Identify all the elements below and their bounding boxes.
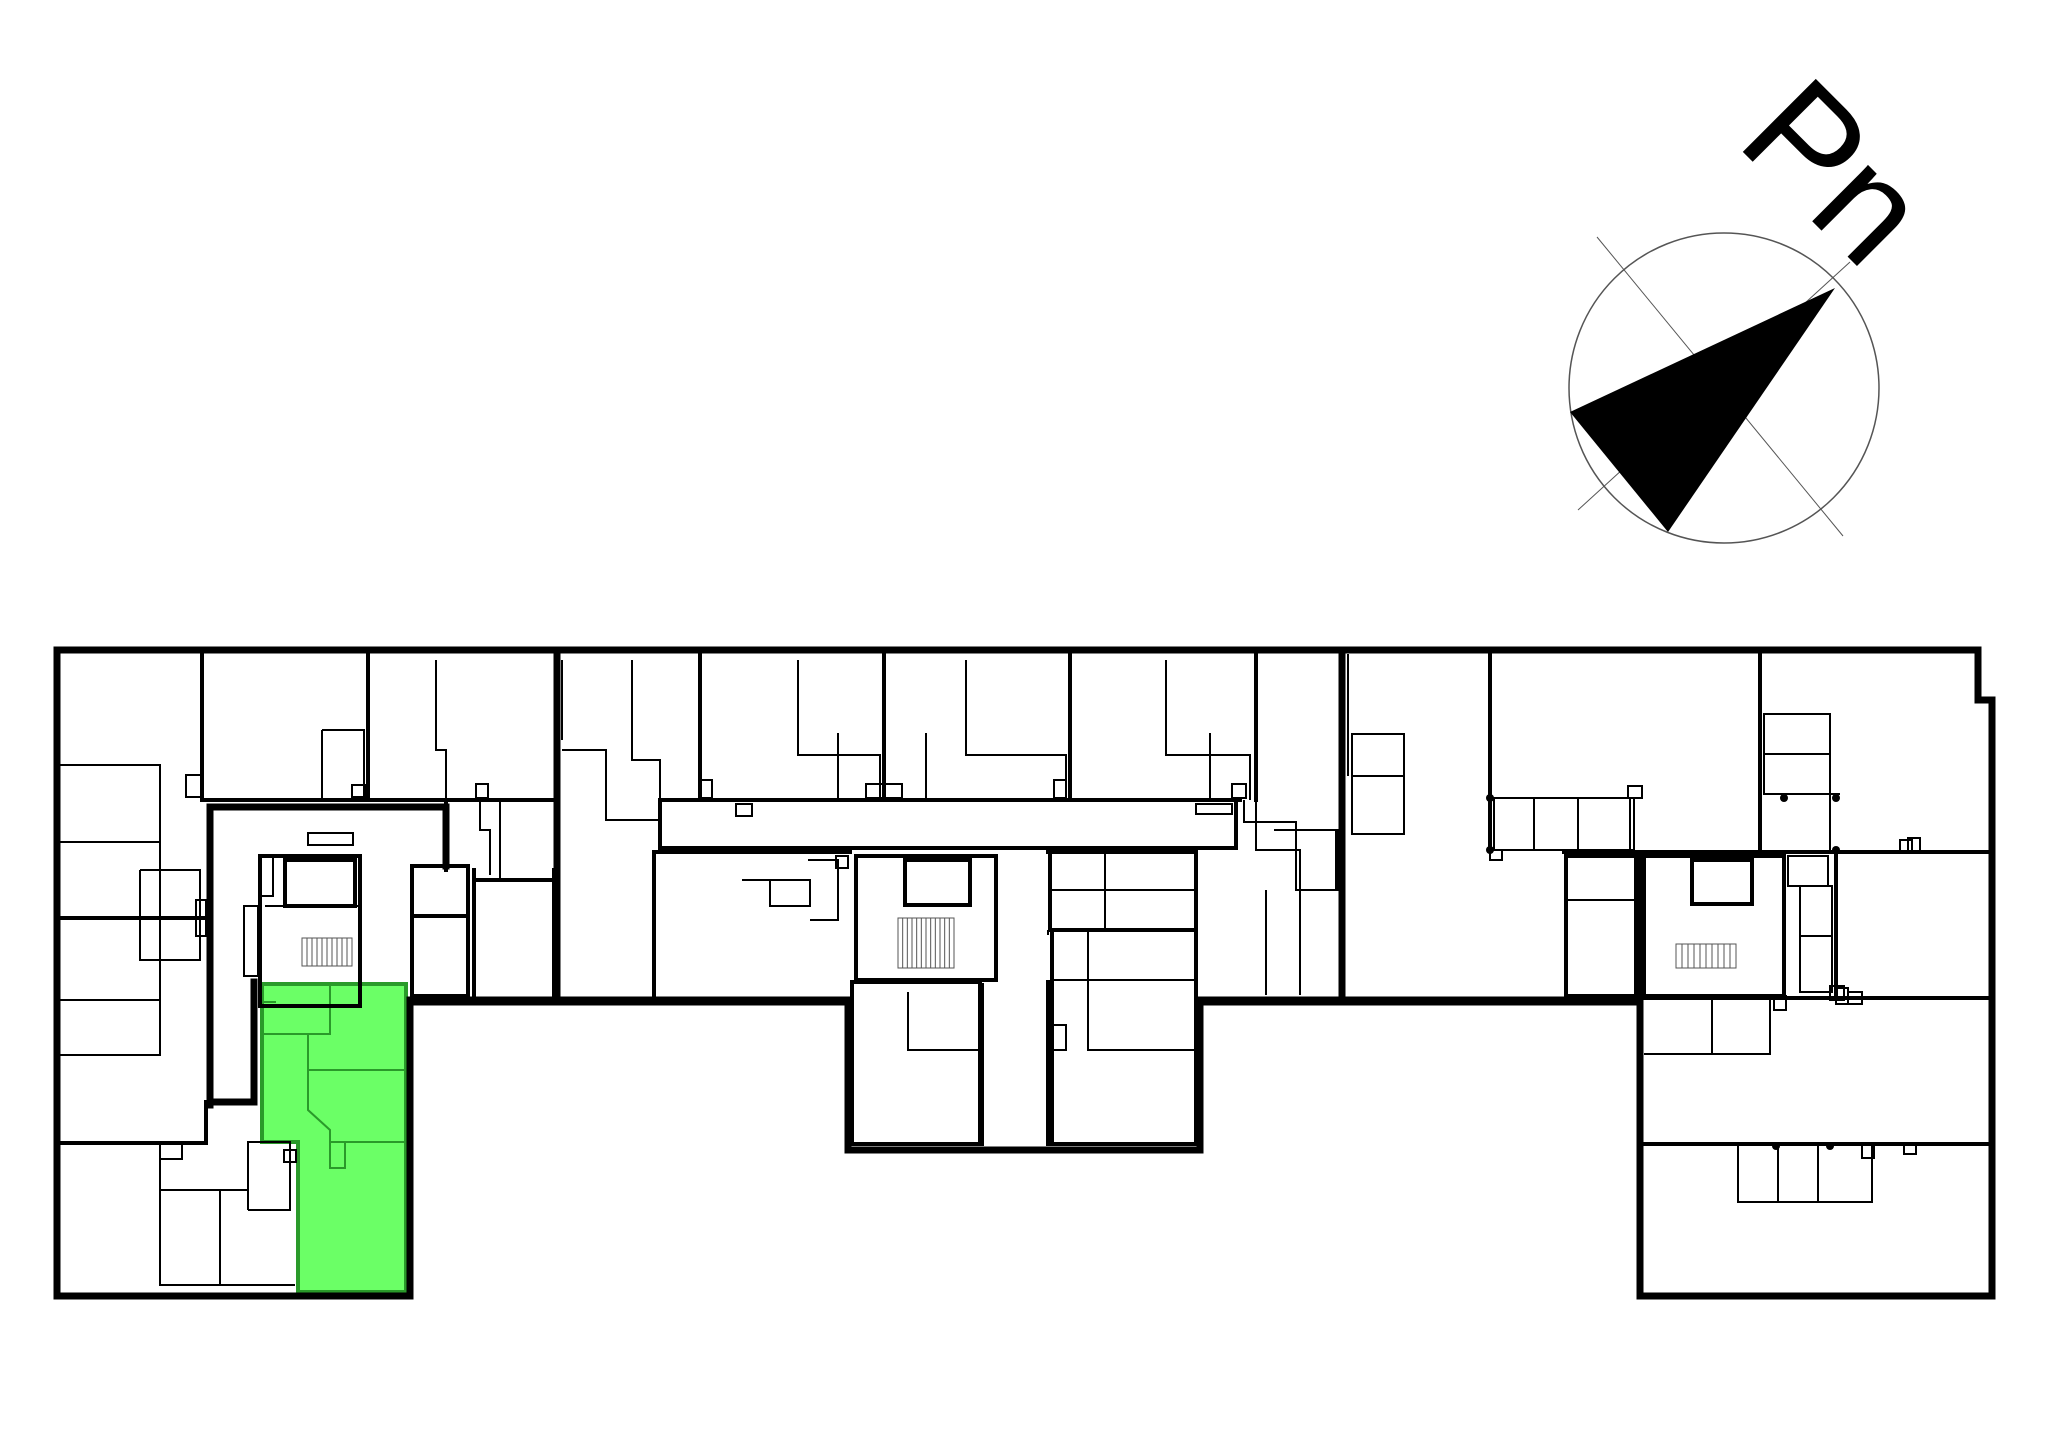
room-divider	[262, 984, 331, 1035]
north-label: Pn	[1711, 47, 1960, 296]
room	[631, 660, 661, 800]
stairs	[301, 937, 353, 967]
door	[1053, 779, 1067, 799]
room	[965, 660, 1067, 800]
stair-core	[1642, 854, 1786, 998]
door	[283, 1149, 297, 1163]
room	[1799, 885, 1833, 937]
door	[185, 774, 203, 798]
room	[808, 859, 839, 921]
door	[1861, 1143, 1875, 1159]
elevator	[283, 858, 357, 908]
door	[1847, 991, 1863, 1005]
room	[1799, 935, 1833, 993]
room	[1295, 829, 1339, 891]
column	[1486, 846, 1494, 854]
stairwell	[1642, 854, 1786, 998]
compass-circle	[1568, 232, 1880, 544]
column	[1780, 794, 1788, 802]
room	[1255, 800, 1301, 995]
center-wing	[561, 652, 1337, 1146]
door	[1773, 995, 1787, 1011]
north-arrow-icon	[1570, 288, 1835, 532]
room	[1493, 797, 1635, 851]
room	[1165, 660, 1251, 800]
room	[479, 800, 491, 875]
door	[351, 784, 367, 798]
room	[1274, 829, 1337, 890]
door	[1231, 783, 1247, 799]
elevator	[903, 858, 972, 907]
column	[1486, 794, 1494, 802]
room	[1763, 753, 1831, 795]
stairs	[1675, 943, 1737, 969]
door	[1899, 839, 1913, 853]
column	[1832, 794, 1840, 802]
door	[699, 779, 713, 799]
room	[1351, 733, 1405, 835]
room	[139, 869, 201, 961]
room	[435, 660, 447, 800]
room	[1737, 1143, 1873, 1203]
stairs	[897, 917, 955, 969]
elevator	[1690, 858, 1754, 906]
stair-core	[854, 854, 998, 982]
room	[1243, 800, 1342, 891]
door	[195, 899, 207, 937]
door	[865, 783, 903, 799]
stair-core	[258, 854, 362, 1008]
room	[410, 864, 470, 998]
column	[1826, 1142, 1834, 1150]
compass: Pn	[1568, 47, 1960, 544]
door	[1195, 803, 1233, 815]
highlighted-unit-area[interactable]	[260, 982, 408, 1294]
column	[1772, 1142, 1780, 1150]
room	[1564, 854, 1638, 998]
door	[1049, 1024, 1067, 1051]
room	[742, 879, 811, 907]
corridor	[658, 798, 1238, 850]
room-divider	[307, 1034, 346, 1169]
room	[907, 992, 978, 1051]
door	[1907, 837, 1921, 853]
room	[1050, 928, 1198, 1146]
left-wing	[58, 652, 556, 1286]
door	[1903, 1143, 1917, 1155]
room	[850, 980, 982, 1146]
room	[247, 1141, 291, 1211]
right-wing	[1243, 652, 1990, 1203]
door	[307, 832, 354, 846]
door	[258, 855, 274, 897]
room	[1087, 930, 1196, 1051]
door	[835, 855, 849, 869]
stairwell	[243, 854, 362, 1008]
highlighted-apartment[interactable]	[260, 982, 408, 1294]
room	[322, 729, 365, 800]
room	[159, 1150, 295, 1286]
room	[1763, 713, 1831, 755]
room	[562, 749, 660, 821]
door	[1627, 785, 1643, 799]
door	[735, 803, 753, 817]
stairwell	[854, 854, 998, 982]
door	[1489, 849, 1503, 861]
door	[1829, 985, 1845, 1001]
column	[1832, 846, 1840, 854]
door	[159, 1142, 183, 1160]
door	[475, 783, 489, 799]
room	[1644, 998, 1771, 1055]
door	[243, 905, 259, 977]
room	[60, 764, 161, 1056]
room	[1787, 855, 1829, 887]
